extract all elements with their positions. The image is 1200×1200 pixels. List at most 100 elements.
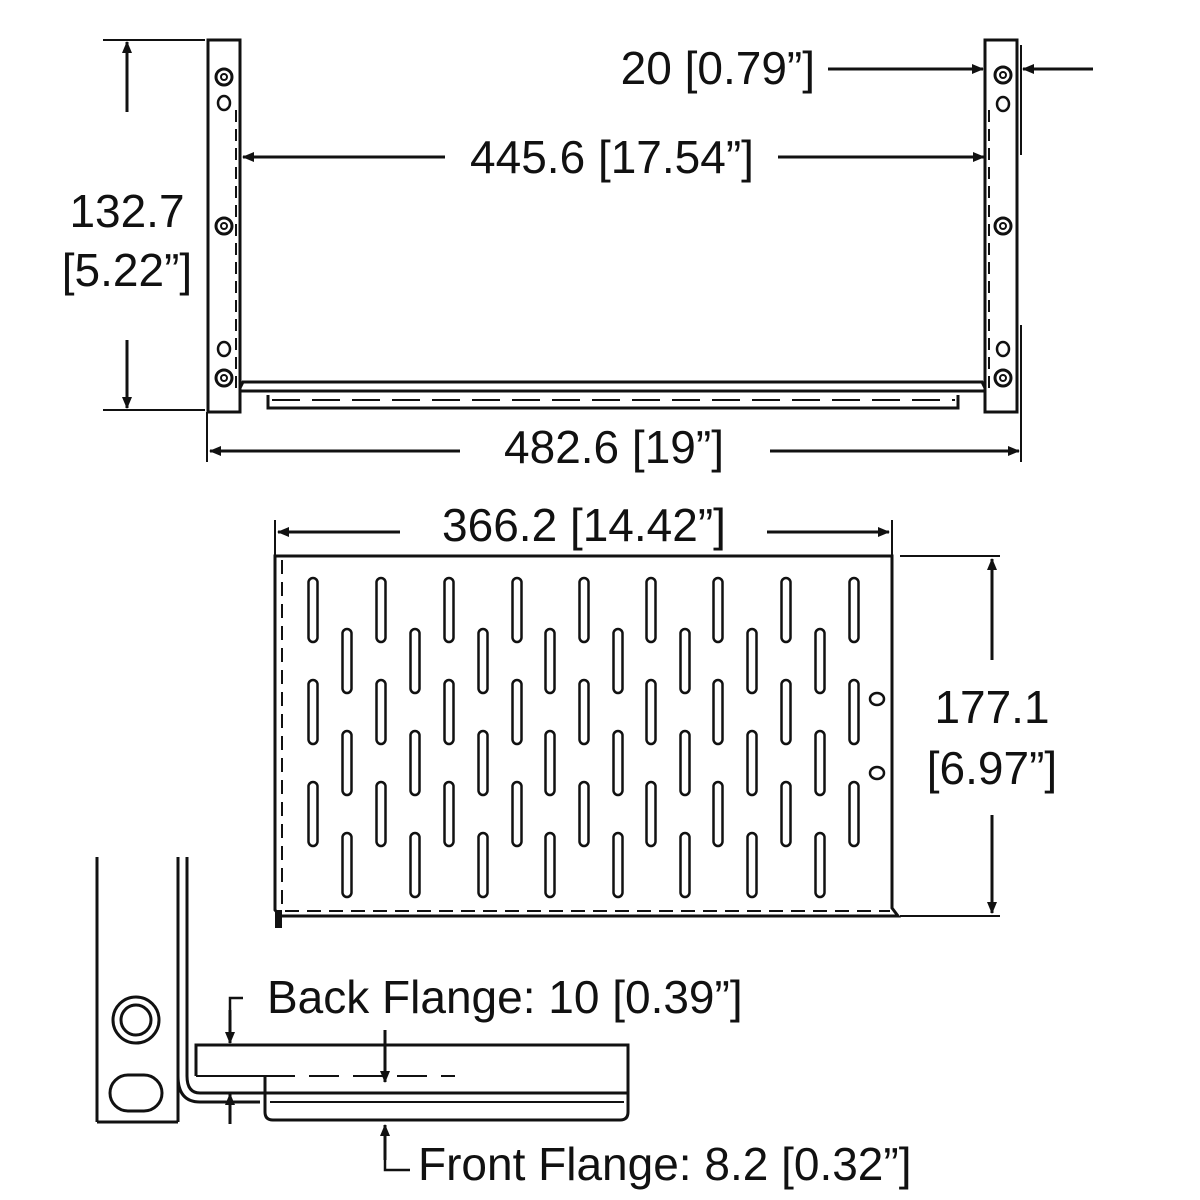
- vent-slot: [511, 780, 523, 848]
- overall-width-label: 482.6 [19”]: [504, 421, 724, 473]
- vent-slot: [645, 576, 657, 644]
- vent-slot: [679, 627, 691, 695]
- back-flange-bend: [185, 1075, 628, 1095]
- vent-slot: [443, 780, 455, 848]
- depth-mm-label: 177.1: [934, 681, 1049, 733]
- vent-slot: [814, 831, 826, 899]
- back-flange-outline: [194, 1043, 630, 1093]
- tray-outline: [273, 554, 901, 918]
- vent-slot: [477, 627, 489, 695]
- front-flange-leader: [383, 1160, 410, 1172]
- slot-hole-icon: [108, 1073, 164, 1113]
- vent-slot: [341, 831, 353, 899]
- screw-center-icon: [220, 374, 228, 382]
- screw-center-icon: [220, 73, 228, 81]
- vent-slot: [679, 729, 691, 797]
- tray-corner-tab: [275, 910, 282, 928]
- vent-slot: [746, 627, 758, 695]
- vent-slot: [814, 729, 826, 797]
- slot-hole-icon: [216, 340, 232, 358]
- screw-center-icon: [999, 71, 1007, 79]
- vent-slot: [409, 831, 421, 899]
- depth-in-label: [6.97”]: [927, 742, 1057, 794]
- shelf-front-profile: [238, 380, 987, 410]
- screw-center-icon: [999, 222, 1007, 230]
- back-flange-leader: [228, 996, 243, 1010]
- vent-slot: [848, 780, 860, 848]
- vent-slot: [307, 678, 319, 746]
- slot-hole-icon: [995, 95, 1011, 113]
- slot-hole-icon: [995, 340, 1011, 358]
- right-rack-ear: [983, 38, 1019, 414]
- screw-center-icon: [999, 374, 1007, 382]
- left-ear-holes: [214, 67, 234, 388]
- screw-icon: [993, 65, 1013, 85]
- vent-slot: [544, 831, 556, 899]
- vent-slot: [375, 780, 387, 848]
- vent-slot: [307, 780, 319, 848]
- slot-hole-icon: [868, 765, 886, 781]
- screw-ring-icon: [119, 1003, 153, 1037]
- screw-icon: [111, 995, 161, 1045]
- screw-icon: [993, 216, 1013, 236]
- slot-hole-icon: [868, 691, 886, 707]
- vent-slot: [612, 831, 624, 899]
- vent-slot: [848, 678, 860, 746]
- right-ear-holes: [993, 65, 1013, 388]
- slot-hole-icon: [216, 94, 232, 112]
- back-flange-bend-inner: [176, 1075, 260, 1104]
- vent-slot: [712, 678, 724, 746]
- flange-detail: Back Flange: 10 [0.39”] Front Flange: 8.…: [95, 857, 912, 1190]
- vent-slot: [544, 729, 556, 797]
- vent-slot: [712, 576, 724, 644]
- vent-slot: [578, 678, 590, 746]
- vent-slot: [679, 831, 691, 899]
- back-flange-label: Back Flange: 10 [0.39”]: [267, 971, 743, 1023]
- vent-slot: [645, 780, 657, 848]
- vent-slot: [746, 831, 758, 899]
- vent-slot: [746, 729, 758, 797]
- ventilation-slots: [307, 576, 860, 899]
- vent-slot: [477, 729, 489, 797]
- vent-slot: [712, 780, 724, 848]
- top-view: 366.2 [14.42”] 177.1 [6.97”]: [273, 499, 1057, 928]
- inner-width-label: 445.6 [17.54”]: [470, 131, 754, 183]
- vent-slot: [307, 576, 319, 644]
- vent-slot: [375, 576, 387, 644]
- vent-slot: [848, 576, 860, 644]
- height-in-label: [5.22”]: [62, 244, 192, 296]
- vent-slot: [612, 729, 624, 797]
- vent-slot: [477, 831, 489, 899]
- vent-slot: [780, 576, 792, 644]
- vent-slot: [612, 627, 624, 695]
- height-mm-label: 132.7: [69, 185, 184, 237]
- left-rack-ear: [206, 38, 242, 414]
- vent-slot: [645, 678, 657, 746]
- vent-slot: [578, 780, 590, 848]
- screw-icon: [993, 368, 1013, 388]
- screw-center-icon: [220, 222, 228, 230]
- vent-slot: [814, 627, 826, 695]
- vent-slot: [443, 678, 455, 746]
- vent-slot: [409, 627, 421, 695]
- vent-slot: [780, 678, 792, 746]
- front-flange-outline: [263, 1076, 630, 1122]
- screw-icon: [214, 216, 234, 236]
- vent-slot: [409, 729, 421, 797]
- vent-slot: [341, 729, 353, 797]
- front-view: 132.7 [5.22”] 445.6 [17.54”] 20 [0.79”] …: [62, 38, 1093, 473]
- screw-icon: [214, 67, 234, 87]
- screw-icon: [214, 368, 234, 388]
- depth-width-label: 366.2 [14.42”]: [442, 499, 726, 551]
- vent-slot: [443, 576, 455, 644]
- ear-width-label: 20 [0.79”]: [621, 42, 815, 94]
- vent-slot: [375, 678, 387, 746]
- vent-slot: [511, 678, 523, 746]
- vent-slot: [511, 576, 523, 644]
- vent-slot: [544, 627, 556, 695]
- vent-slot: [780, 780, 792, 848]
- front-flange-label: Front Flange: 8.2 [0.32”]: [418, 1138, 912, 1190]
- vent-slot: [578, 576, 590, 644]
- vent-slot: [341, 627, 353, 695]
